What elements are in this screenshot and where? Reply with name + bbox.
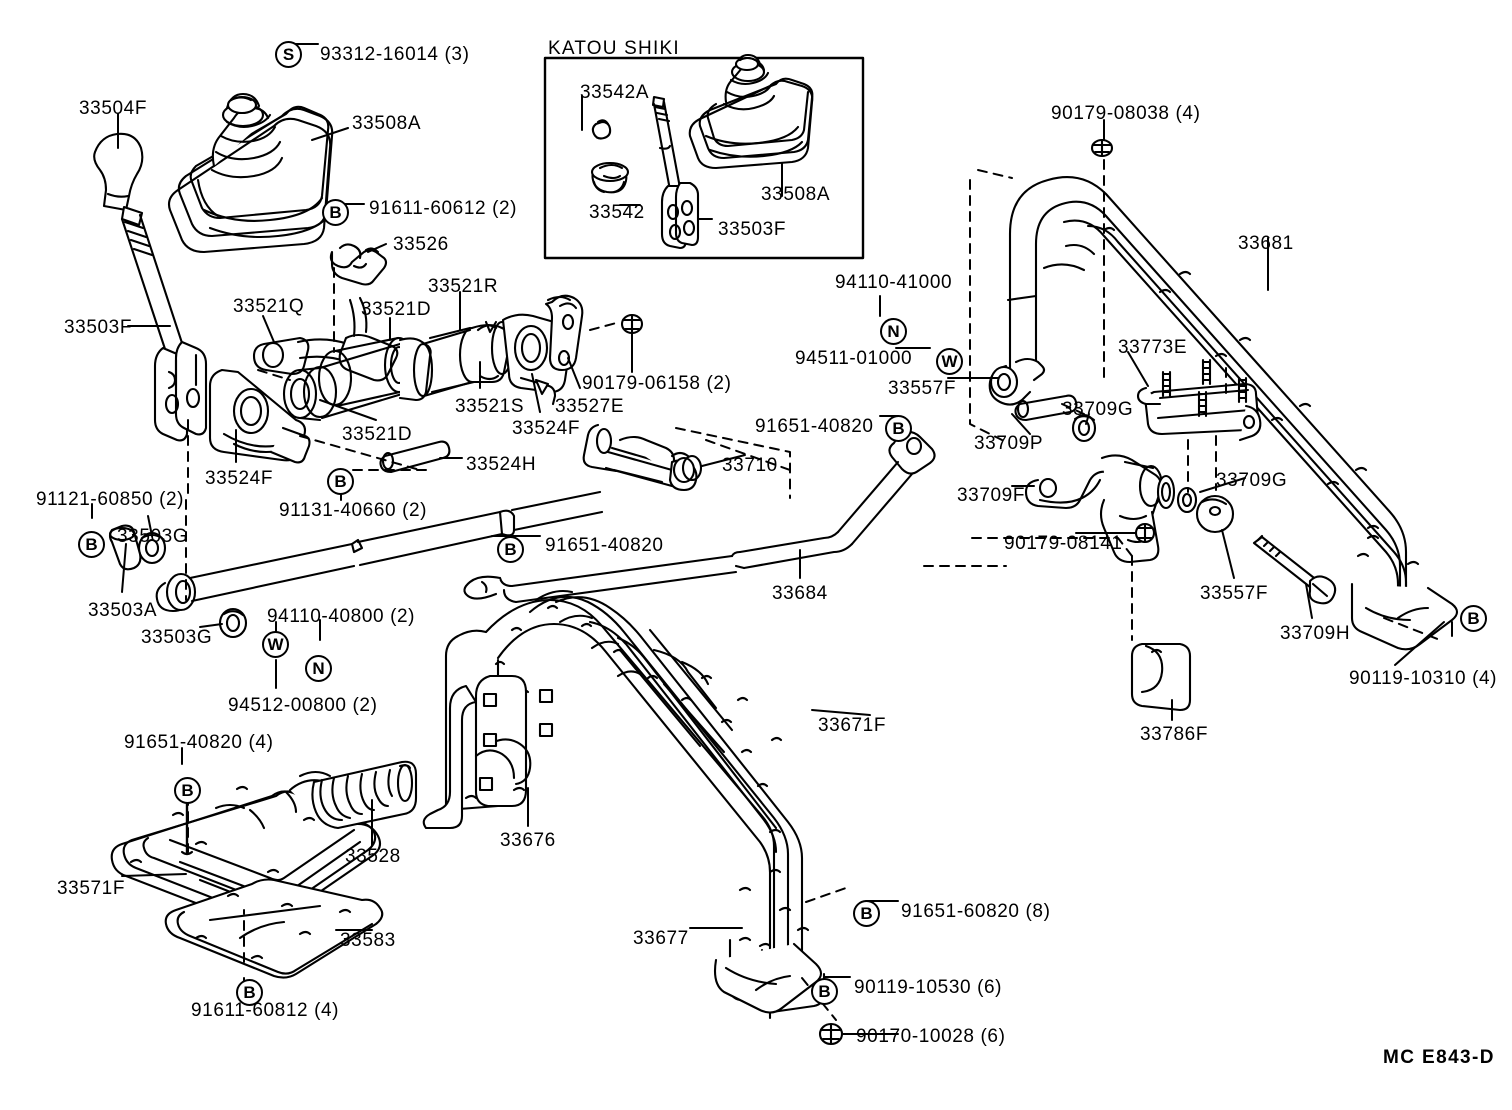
part-label-33503G-up: 33503G (117, 526, 189, 547)
nut-90170-10028 (820, 1024, 842, 1044)
bushing-33503g-b (220, 609, 246, 637)
badge-b-91651-4: B (174, 777, 201, 804)
badge-b-91651-60: B (853, 900, 880, 927)
part-label-33503A: 33503A (88, 600, 158, 621)
inset-part-label-33542A: 33542A (580, 82, 650, 103)
part-label-94511-01000: 94511-01000 (795, 348, 913, 369)
badge-w-94512: W (262, 631, 289, 658)
bellcrank-33709f (1026, 455, 1233, 562)
part-label-33528: 33528 (345, 846, 401, 867)
part-label-33508A-main: 33508A (352, 113, 422, 134)
badge-n-94110-40800: N (305, 655, 332, 682)
part-label-33521S: 33521S (455, 396, 525, 417)
part-label-91651-40820-b: 91651-40820 (545, 535, 664, 556)
part-label-33709F: 33709F (957, 485, 1026, 506)
part-label-33521Q: 33521Q (233, 296, 305, 317)
part-label-33557F-low: 33557F (1200, 583, 1269, 604)
part-label-33521D-bot: 33521D (342, 424, 413, 445)
part-label-33671F: 33671F (818, 715, 887, 736)
nut-90179-08038 (1092, 140, 1112, 156)
part-label-33709G-low: 33709G (1216, 470, 1288, 491)
part-label-33709H: 33709H (1280, 623, 1351, 644)
part-label-33583: 33583 (340, 930, 396, 951)
plate-33583 (166, 880, 383, 978)
bellows-33528 (312, 762, 416, 828)
part-label-33526: 33526 (393, 234, 449, 255)
part-label-94110-41000: 94110-41000 (835, 272, 953, 293)
part-label-33571F: 33571F (57, 878, 126, 899)
part-label-33684: 33684 (772, 583, 828, 604)
part-label-33677: 33677 (633, 928, 689, 949)
part-label-33504F: 33504F (79, 98, 148, 119)
part-label-91651-60820: 91651-60820 (8) (901, 901, 1051, 922)
bracket-33676 (424, 676, 552, 828)
pin-33524h (381, 442, 450, 472)
clip-33526 (331, 244, 386, 284)
part-label-94110-40800: 94110-40800 (2) (267, 606, 416, 627)
part-label-33557F-up: 33557F (888, 378, 957, 399)
inset-part-label-33542: 33542 (589, 202, 645, 223)
part-label-90119-10530: 90119-10530 (6) (854, 977, 1003, 998)
badge-b-91611b: B (236, 979, 263, 1006)
nut-90179-06158 (622, 315, 642, 333)
pin-33709p (1016, 396, 1077, 420)
badge-n-94110-41000: N (880, 318, 907, 345)
part-label-94512-00800: 94512-00800 (2) (228, 695, 378, 716)
badge-b-91651b: B (497, 536, 524, 563)
lever-rod-33503f (122, 207, 206, 440)
part-label-90179-06158: 90179-06158 (2) (582, 373, 732, 394)
part-label-33521R: 33521R (428, 276, 499, 297)
badge-w-94511: W (936, 348, 963, 375)
diagram-code: MC E843-D (1383, 1047, 1495, 1068)
bracket-33773e (1138, 360, 1260, 440)
part-label-91611-60812: 91611-60812 (4) (191, 1000, 340, 1021)
inset-title: KATOU SHIKI (548, 38, 680, 59)
badge-b-90119-10310: B (1460, 605, 1487, 632)
badge-b-91121: B (78, 531, 105, 558)
part-label-33786F: 33786F (1140, 724, 1209, 745)
part-label-33503G-low: 33503G (141, 627, 213, 648)
part-label-33681: 33681 (1238, 233, 1294, 254)
part-label-91131-40660: 91131-40660 (2) (279, 500, 428, 521)
part-label-33773E: 33773E (1118, 337, 1188, 358)
inset-part-label-33508A-inset: 33508A (761, 184, 831, 205)
boot-33508a (169, 94, 332, 252)
shift-rod-long (157, 492, 602, 611)
rod-33684 (464, 432, 934, 602)
part-label-91651-40820-4: 91651-40820 (4) (124, 732, 274, 753)
shift-shaft-assembly (210, 296, 582, 463)
part-label-90179-08141: 90179-08141 (1004, 533, 1123, 554)
part-label-90179-08038: 90179-08038 (4) (1051, 103, 1201, 124)
part-label-91611-60612: 91611-60612 (2) (369, 198, 518, 219)
inset-part-label-33503F-inset: 33503F (718, 219, 787, 240)
badge-b-91131: B (327, 468, 354, 495)
inset-box (545, 55, 863, 258)
part-label-90170-10028: 90170-10028 (6) (856, 1026, 1006, 1047)
part-label-33524F-left: 33524F (205, 468, 274, 489)
part-label-33503F-left: 33503F (64, 317, 133, 338)
select-rod-33710 (584, 425, 701, 490)
part-label-33709G-up: 33709G (1062, 399, 1134, 420)
part-label-33521D-top: 33521D (361, 299, 432, 320)
bolt-33709h (1254, 536, 1335, 603)
badge-b-90119-10530: B (811, 978, 838, 1005)
part-label-90119-10310: 90119-10310 (4) (1349, 668, 1498, 689)
part-label-91121-60850: 91121-60850 (2) (36, 489, 185, 510)
part-label-33710: 33710 (722, 455, 778, 476)
badge-s-93312: S (275, 41, 302, 68)
part-label-33524F-mid: 33524F (512, 418, 581, 439)
part-label-33524H: 33524H (466, 454, 537, 475)
part-label-91651-40820-a: 91651-40820 (755, 416, 874, 437)
part-label-93312-16014: 93312-16014 (3) (320, 44, 470, 65)
part-label-33676: 33676 (500, 830, 556, 851)
badge-b-91611a: B (322, 199, 349, 226)
badge-b-91651a: B (885, 415, 912, 442)
block-33786f (1132, 644, 1190, 710)
part-label-33527E: 33527E (555, 396, 625, 417)
part-label-33709P: 33709P (974, 433, 1044, 454)
